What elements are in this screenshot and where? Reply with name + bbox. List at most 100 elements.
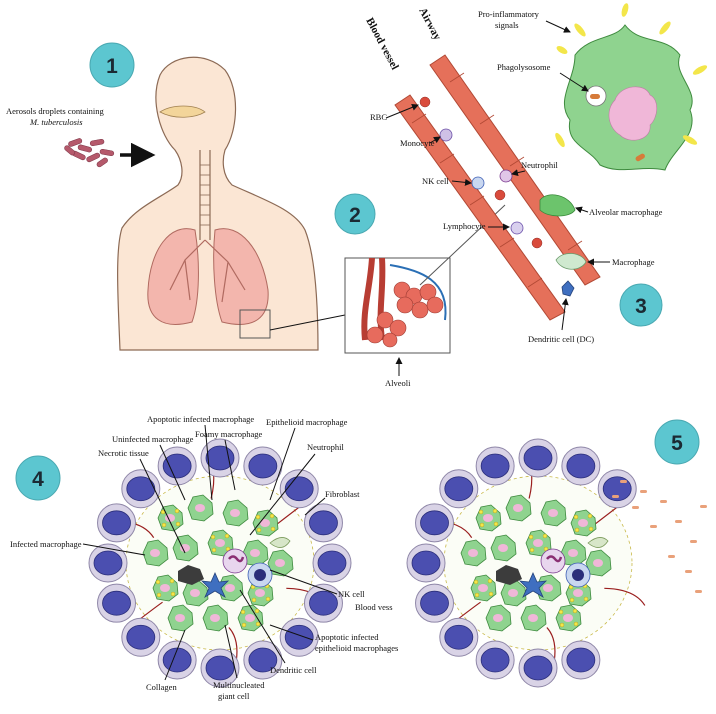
nk-cell-label: NK cell (422, 176, 449, 186)
lymphocyte-nucleus (480, 647, 510, 673)
lymphocyte-label: Lymphocyte (443, 221, 486, 231)
bacterium (635, 153, 645, 162)
lipid-droplet (161, 522, 167, 528)
aerosol-bacteria (64, 138, 115, 168)
panel-5-granuloma (406, 438, 646, 688)
lymphocyte-nucleus (309, 510, 338, 536)
apoptotic-epithelioid-label: Apoptotic infected (315, 632, 379, 642)
lymphocyte-nucleus (317, 550, 347, 576)
alveolar-sacs (366, 281, 444, 348)
step-5-number: 5 (671, 432, 683, 455)
panel-2-alveoli (344, 257, 451, 376)
lymphocyte-nucleus (102, 590, 131, 616)
macrophage-nucleus (543, 584, 553, 592)
neutrophil-nucleus (228, 555, 245, 563)
step-3-number: 3 (635, 295, 647, 318)
lipid-droplet (493, 521, 499, 527)
macrophage-nucleus (513, 504, 523, 512)
dendritic-cell (561, 280, 575, 297)
lipid-droplet (256, 527, 262, 533)
macrophage-nucleus (150, 549, 160, 557)
macrophage-nucleus (210, 614, 220, 622)
fibroblast-line (304, 497, 326, 516)
lymphocyte-nucleus (126, 476, 156, 502)
lymphocyte-nucleus (444, 476, 474, 502)
lipid-droplet (155, 579, 161, 585)
macrophage-nucleus (568, 549, 578, 557)
airway-title: Airway (416, 6, 443, 43)
lipid-droplet (241, 622, 247, 628)
apoptotic-infected-macrophage-line (204, 424, 213, 501)
panel-1-human-figure (117, 56, 346, 351)
lipid-droplet (174, 508, 180, 514)
macrophage-nucleus (483, 514, 493, 522)
macrophage-nucleus (275, 559, 285, 567)
right-lung (213, 228, 269, 325)
zoom-box (239, 309, 271, 339)
lipid-droplet (210, 534, 216, 540)
lipid-droplet (487, 578, 493, 584)
macrophage-nucleus (190, 589, 200, 597)
macrophage-nucleus (250, 549, 260, 557)
apoptotic-epithelioid-label-2: epithelioid macrophages (315, 643, 398, 653)
lipid-droplet (587, 513, 593, 519)
dendritic-cell (518, 572, 548, 598)
lipid-droplet (572, 608, 578, 614)
lipid-droplet (175, 521, 181, 527)
lymphocyte-nucleus (566, 647, 596, 673)
activated-macrophage (555, 3, 708, 171)
lipid-droplet (559, 622, 565, 628)
macrophage-nucleus (478, 584, 488, 592)
lipid-droplet (270, 526, 276, 532)
epithelioid-macrophage-line (269, 427, 296, 501)
alveolar-macrophage-label: Alveolar macrophage (589, 207, 663, 217)
neutrophil-arrow (511, 169, 526, 177)
macrophage-nucleus (498, 544, 508, 552)
phagolysosome-arrow (559, 72, 589, 92)
nk-cell-nucleus (572, 569, 584, 581)
multinucleated-label-2: giant cell (218, 691, 250, 701)
step-1-badge: 1 (89, 42, 135, 88)
lipid-droplet (254, 608, 260, 614)
macrophage-nucleus (608, 86, 658, 141)
lipid-droplet (583, 596, 589, 602)
phagolysosome-bacterium (590, 94, 600, 99)
lipid-droplet (528, 534, 534, 540)
step-badges: 1 2 3 4 5 (15, 42, 700, 501)
lipid-droplet (474, 592, 480, 598)
aerosol-label: Aerosols droplets containing (6, 106, 104, 116)
monocyte-arrow (429, 136, 441, 144)
rbc-cell (494, 189, 506, 201)
neutrophil-nucleus (546, 555, 563, 563)
fibroblast (269, 537, 291, 548)
neutrophil (540, 548, 566, 574)
panel-4-granuloma (88, 438, 352, 688)
lipid-droplet (479, 522, 485, 528)
lymphocyte-nucleus (523, 445, 553, 471)
lymphocyte-cell (510, 221, 524, 235)
lymphocyte-nucleus (523, 655, 553, 681)
lipid-droplet (573, 621, 579, 627)
lymphocyte-nucleus (93, 550, 123, 576)
neutrophil-line-4 (249, 453, 316, 536)
alveolar-macrophage-arrow (575, 206, 589, 214)
nk-cell-nucleus (254, 569, 266, 581)
lymphocyte-nucleus (480, 453, 510, 479)
capillary-blue (389, 264, 447, 321)
lymphocyte-nucleus (248, 647, 278, 673)
dendritic-cell (200, 572, 230, 598)
fibroblast (587, 537, 609, 548)
trachea-rings (200, 164, 210, 226)
phagolysosome-label: Phagolysosome (497, 62, 551, 72)
zoom-connector (269, 314, 346, 331)
macrophage-nucleus (508, 589, 518, 597)
lipid-droplet (478, 509, 484, 515)
blood-vessel-title: Blood vessel (363, 16, 400, 72)
nasal-cavity (159, 105, 206, 118)
lipid-droplet (265, 596, 271, 602)
necrotic-tissue-line (139, 458, 186, 554)
dendritic-cell-label: Dendritic cell (DC) (528, 334, 594, 344)
neutrophil-label: Neutrophil (521, 160, 558, 170)
blood-vessel (604, 587, 646, 606)
epithelioid-macrophage-label: Epithelioid macrophage (266, 417, 348, 427)
